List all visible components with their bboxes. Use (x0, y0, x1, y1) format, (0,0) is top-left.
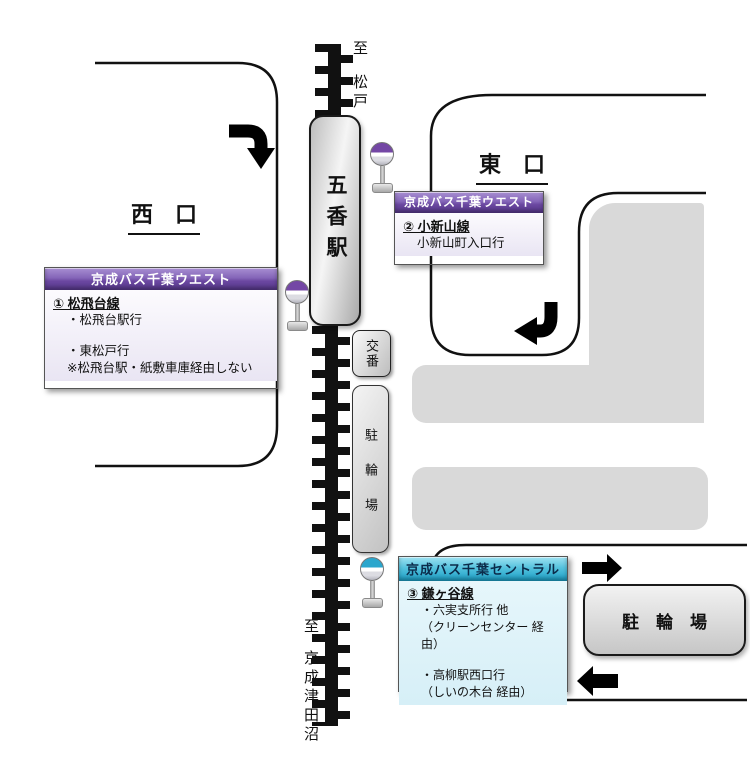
bus-route-name: ① 松飛台線 (53, 296, 120, 311)
bus-route-note: ※松飛台駅・紙敷車庫経由しない (67, 361, 253, 375)
bus-info-box-central: 京成バス千葉セントラル ③ 鎌ヶ谷線 ・六実支所行 他 （クリーンセンター 経由… (398, 556, 568, 705)
bicycle-parking-west-label: 駐輪場 (363, 427, 378, 533)
arrow-left-icon (577, 666, 618, 696)
building-block-east-lower (412, 467, 708, 530)
bus-stop-pole (369, 581, 375, 598)
road-west-loop (95, 61, 279, 468)
railway-track-north (315, 44, 353, 118)
building-block-east-bar (412, 365, 704, 423)
rail-dest-south-to: 至 (302, 618, 319, 637)
bus-destination: ・六実支所行 他 (421, 603, 509, 617)
turn-arrow-west-icon (229, 124, 275, 169)
bus-via-note: （クリーンセンター 経由） (421, 620, 544, 651)
bus-destination: 小新山町入口行 (417, 236, 505, 250)
turn-arrow-east-icon (514, 302, 558, 345)
bus-company-header: 京成バス千葉ウエスト (45, 268, 277, 290)
bus-stop-base (361, 598, 383, 608)
bus-route-name: ② 小新山線 (403, 219, 470, 234)
rail-dest-north: 松戸 (351, 74, 368, 112)
bicycle-parking-east: 駐 輪 場 (583, 584, 746, 656)
bus-stop-base (286, 321, 308, 331)
police-box-label: 交番 (364, 338, 379, 369)
bus-stop-sign-icon (370, 142, 394, 166)
bicycle-parking-east-label: 駐 輪 場 (622, 612, 707, 632)
arrow-right-icon (582, 554, 622, 582)
rail-dest-south: 京成津田沼 (302, 650, 319, 745)
bus-stop-sign-icon (360, 557, 384, 581)
bus-destination: ・松飛台駅行 (67, 313, 143, 327)
bus-stop-icon-central (359, 557, 385, 608)
station-name: 五香駅 (324, 174, 347, 267)
bus-info-box-east: 京成バス千葉ウエスト ② 小新山線 小新山町入口行 (394, 191, 544, 265)
bus-stop-pole (379, 166, 385, 183)
police-box: 交番 (352, 330, 391, 377)
bus-stop-pole (294, 304, 300, 321)
bus-stop-sign-icon (285, 280, 309, 304)
bus-stop-base (371, 183, 393, 193)
bus-stop-icon-east (369, 142, 395, 193)
bus-info-box-west: 京成バス千葉ウエスト ① 松飛台線 ・松飛台駅行 ・東松戸行 ※松飛台駅・紙敷車… (44, 267, 278, 389)
bus-company-header: 京成バス千葉ウエスト (395, 192, 543, 213)
bus-via-note: （しいの木台 経由） (421, 685, 533, 699)
bus-destination: ・東松戸行 (67, 344, 130, 358)
west-exit-label: 西 口 (128, 197, 201, 235)
bus-route-name: ③ 鎌ヶ谷線 (407, 586, 474, 601)
east-exit-label: 東 口 (476, 147, 549, 185)
station-building: 五香駅 (309, 115, 361, 326)
rail-dest-north-to: 至 (351, 40, 368, 59)
bus-company-header: 京成バス千葉セントラル (399, 557, 567, 581)
railway-track-south (312, 326, 350, 726)
road-east-rotary (429, 93, 706, 357)
bicycle-parking-west: 駐輪場 (352, 385, 389, 553)
bus-stop-icon-west (284, 280, 310, 331)
bus-destination: ・高柳駅西口行 (421, 668, 506, 682)
